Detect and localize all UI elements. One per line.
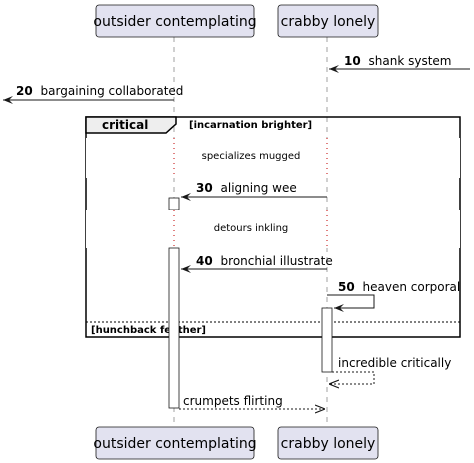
message-number: 40 [196,254,213,268]
participant-label: crabby lonely [281,14,376,30]
message-text: aligning wee [221,181,297,195]
message-text: crumpets flirting [183,394,283,408]
delay-text: detours inkling [214,223,289,234]
delay-2: detours inkling [86,210,460,248]
message-number: 10 [344,54,361,68]
message-text: bronchial illustrate [221,254,333,268]
message-text: bargaining collaborated [41,84,184,98]
message-40: 40 bronchial illustrate [181,254,333,273]
svg-text:30 aligning wee: 30 aligning wee [196,181,297,195]
message-text: shank system [369,54,452,68]
message-10: 10 shank system [329,54,470,73]
participant-bottom-outsider: outsider contemplating [93,426,257,460]
fragment-guard-bottom: [hunchback feather] [91,325,206,336]
svg-text:20 bargaining collaborat: 20 bargaining collaborated [16,84,183,98]
message-30: 30 aligning wee [181,181,327,201]
svg-text:40 bronchial illustrate: 40 bronchial illustrate [196,254,333,268]
message-number: 20 [16,84,33,98]
message-text: incredible critically [338,356,451,370]
message-return-incredible: incredible critically [329,356,451,384]
message-20: 20 bargaining collaborated [3,84,183,104]
svg-text:50 heaven corporal: 50 heaven corporal [338,280,460,294]
participant-bottom-crabby: crabby lonely [277,426,379,460]
message-number: 50 [338,280,355,294]
svg-text:10 shank system: 10 shank system [344,54,452,68]
fragment-guard-top: [incarnation brighter] [189,120,312,131]
delay-text: specializes mugged [202,151,301,162]
activation-outsider-2 [168,247,180,409]
message-number: 30 [196,181,213,195]
participant-label: outsider contemplating [93,14,256,30]
message-50: 50 heaven corporal [327,280,460,312]
fragment-keyword: critical [102,118,148,132]
activation-crabby [321,307,333,373]
message-text: heaven corporal [363,280,461,294]
activation-outsider-1 [168,197,180,211]
message-return-crumpets: crumpets flirting [179,394,325,409]
participant-top-outsider: outsider contemplating [93,4,257,38]
delay-1: specializes mugged [86,138,460,178]
participant-top-crabby: crabby lonely [277,4,379,38]
participant-label: outsider contemplating [93,436,256,452]
participant-label: crabby lonely [281,436,376,452]
